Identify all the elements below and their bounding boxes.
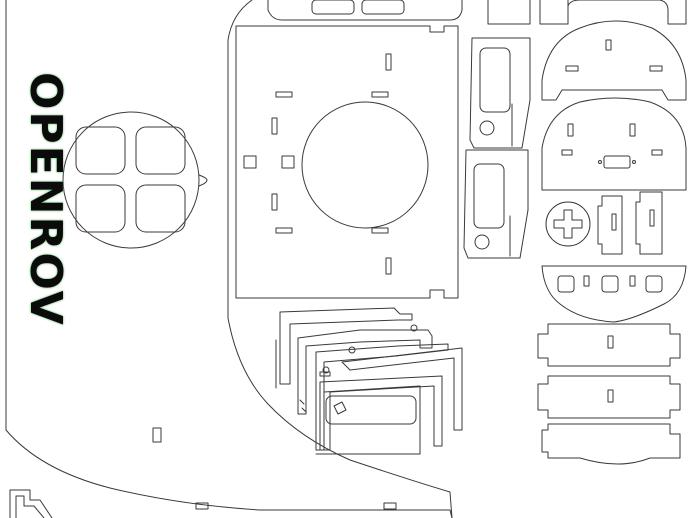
- motor-brackets: [275, 307, 463, 455]
- openrov-logo: OPENROV: [20, 72, 71, 327]
- corner-bracket: [9, 489, 53, 518]
- strip-slot: [607, 335, 614, 349]
- strip-1: [537, 323, 681, 367]
- corner-bracket-inner: [15, 495, 45, 518]
- top-right-strip-2: [539, 0, 569, 25]
- slot: [195, 502, 209, 510]
- top-right-strip: [487, 0, 531, 25]
- clip-right: [635, 191, 663, 255]
- end-cap-middle: [541, 97, 687, 191]
- battery-holder-lower: [463, 149, 529, 259]
- top-right-cap: [567, 0, 687, 25]
- electronics-plate: [235, 25, 459, 299]
- cross-knob: [545, 201, 591, 247]
- slot: [152, 427, 162, 443]
- clip-slot: [649, 209, 655, 227]
- strip-slot: [607, 389, 614, 403]
- end-cap-lower: [541, 265, 687, 323]
- end-cap-upper: [541, 20, 687, 101]
- main-hull-plate: [5, 0, 453, 518]
- battery-holder-upper: [469, 37, 531, 149]
- clip-slot: [611, 213, 617, 231]
- openrov-logo-text: OPENROV: [20, 72, 71, 327]
- strip-3: [541, 423, 681, 465]
- clip-left: [597, 195, 623, 255]
- strip-2: [537, 375, 681, 419]
- slot: [383, 502, 397, 510]
- main-hull-plate-edge: [227, 0, 453, 518]
- top-bracket: [267, 0, 463, 21]
- thruster-grille: [62, 111, 208, 249]
